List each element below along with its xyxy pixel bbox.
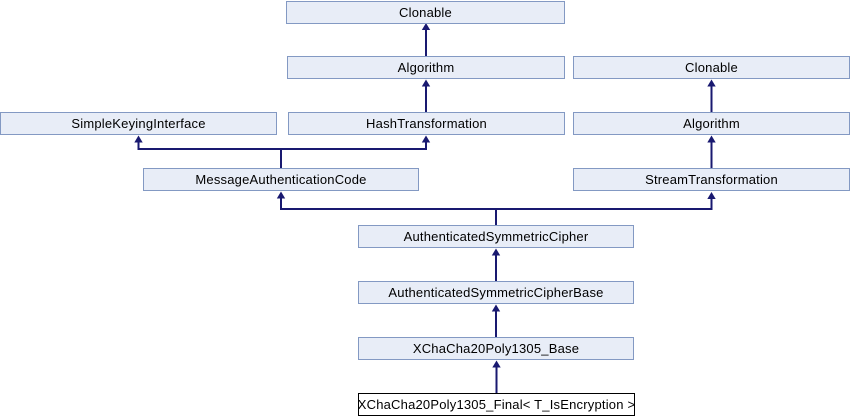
class-node-authenticatedsymmetriccipherbase[interactable]: AuthenticatedSymmetricCipherBase xyxy=(358,281,634,304)
class-node-streamtransformation[interactable]: StreamTransformation xyxy=(573,168,850,191)
class-node-xchacha20poly1305-base[interactable]: XChaCha20Poly1305_Base xyxy=(358,337,634,360)
class-node-clonable-top[interactable]: Clonable xyxy=(286,1,565,24)
class-node-label: StreamTransformation xyxy=(645,172,778,187)
class-node-clonable-right[interactable]: Clonable xyxy=(573,56,850,79)
class-node-label: SimpleKeyingInterface xyxy=(71,116,206,131)
class-node-authenticatedsymmetriccipher[interactable]: AuthenticatedSymmetricCipher xyxy=(358,225,634,248)
class-node-label: Algorithm xyxy=(683,116,740,131)
class-node-xchacha20poly1305-final: XChaCha20Poly1305_Final< T_IsEncryption … xyxy=(358,393,635,416)
class-node-messageauthenticationcode[interactable]: MessageAuthenticationCode xyxy=(143,168,419,191)
class-node-label: Clonable xyxy=(685,60,738,75)
class-node-hashtransformation[interactable]: HashTransformation xyxy=(288,112,565,135)
class-node-label: XChaCha20Poly1305_Final< T_IsEncryption … xyxy=(357,397,636,412)
class-node-label: AuthenticatedSymmetricCipherBase xyxy=(388,285,604,300)
class-node-simplekeyinginterface[interactable]: SimpleKeyingInterface xyxy=(0,112,277,135)
class-node-label: Algorithm xyxy=(397,60,455,75)
class-node-label: MessageAuthenticationCode xyxy=(195,172,367,187)
class-node-label: AuthenticatedSymmetricCipher xyxy=(403,229,589,244)
class-node-algorithm-right[interactable]: Algorithm xyxy=(573,112,850,135)
class-node-label: HashTransformation xyxy=(366,116,487,131)
class-node-label: XChaCha20Poly1305_Base xyxy=(412,341,580,356)
class-node-label: Clonable xyxy=(399,5,452,20)
class-node-algorithm-left[interactable]: Algorithm xyxy=(287,56,565,79)
